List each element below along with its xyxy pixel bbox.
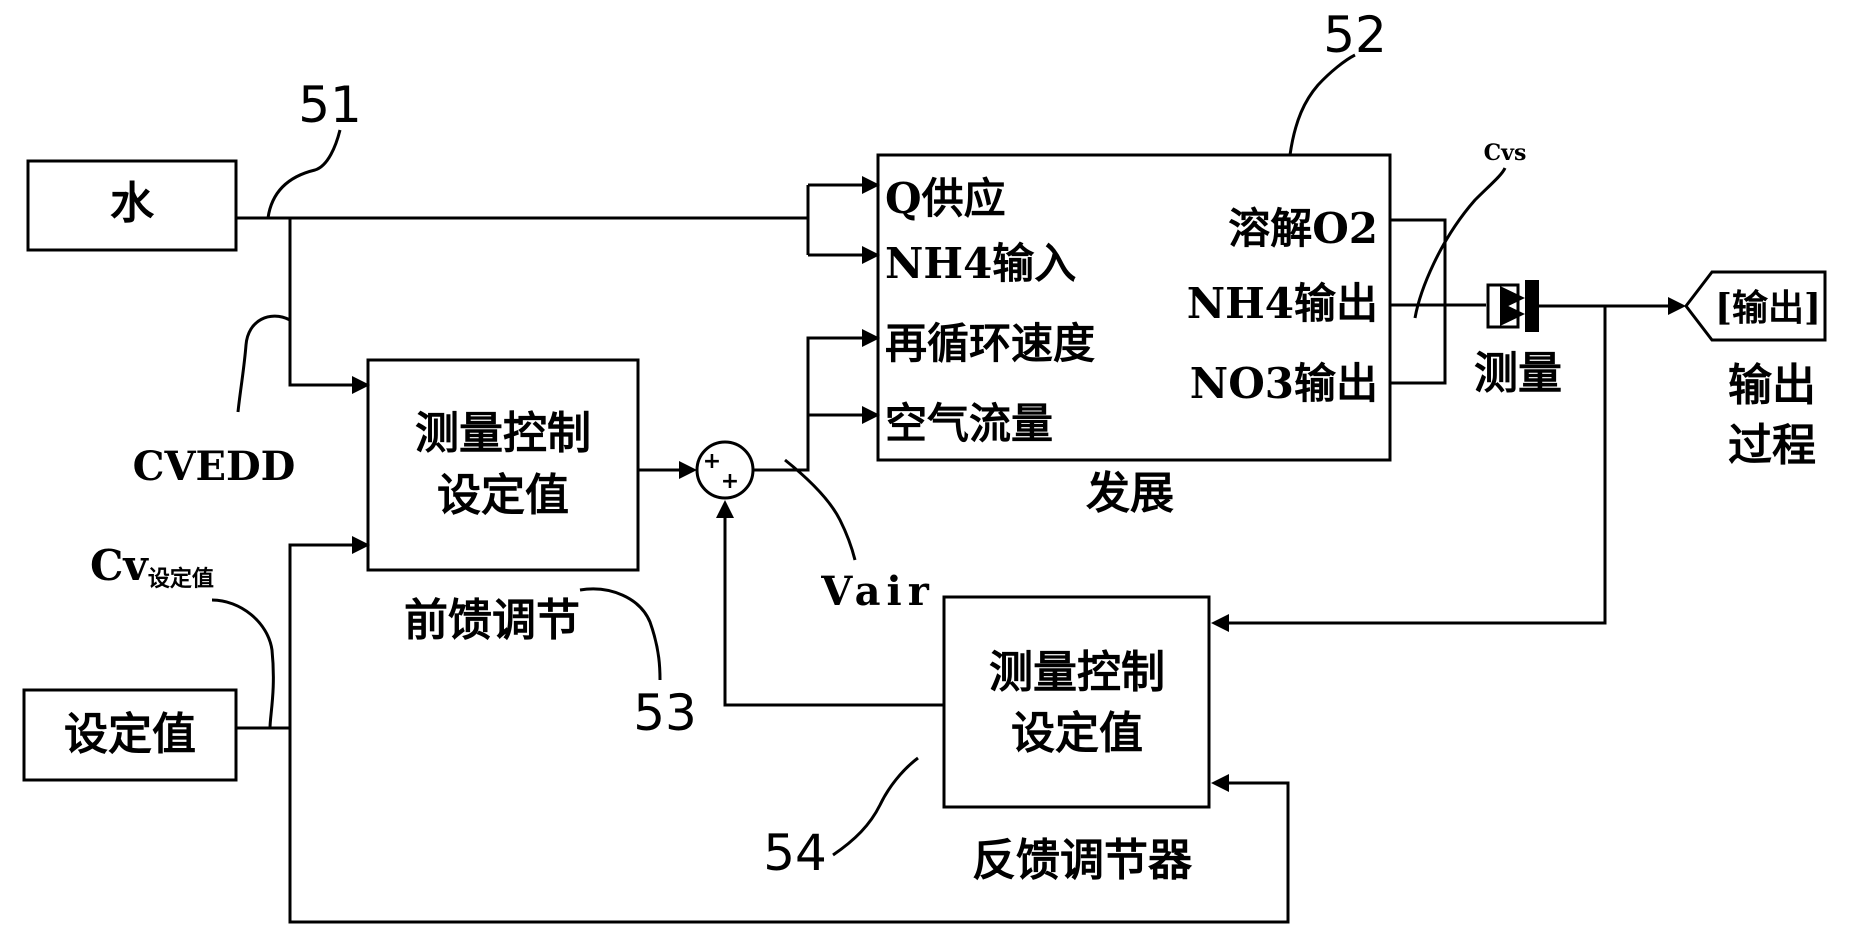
ref-52: 52 [1323, 6, 1387, 64]
fb-caption: 反馈调节器 [972, 835, 1193, 886]
measure-label: 测量 [1474, 348, 1562, 399]
output-port [1684, 270, 1827, 342]
process-output-no3: NO3输出 [1190, 359, 1378, 408]
output-caption-line2: 过程 [1728, 420, 1816, 471]
arrowheads [352, 176, 1686, 792]
process-caption: 发展 [1086, 468, 1174, 519]
signal-cv-sub: 设定值 [148, 566, 214, 592]
ref-54: 54 [763, 824, 827, 882]
feedback-controller-block [942, 595, 1211, 809]
signal-cv-setpoint: Cv设定值 [90, 541, 214, 592]
signal-wires [236, 183, 1676, 924]
process-input-air: 空气流量 [885, 399, 1053, 448]
water-label: 水 [110, 178, 155, 229]
process-output-nh4: NH4输出 [1187, 279, 1378, 328]
leader-lines [211, 53, 1507, 857]
feedforward-controller-block [366, 358, 640, 572]
water-source-block [26, 159, 238, 252]
process-input-q: Q供应 [885, 174, 1006, 223]
setpoint-source-block [22, 688, 238, 782]
summer-sign-b: + [721, 469, 739, 494]
setpoint-label: 设定值 [64, 709, 196, 760]
signal-cvs: Cvs [1484, 140, 1527, 166]
measurement-sensor [1486, 280, 1539, 332]
process-input-nh4: NH4输入 [885, 239, 1076, 288]
signal-vair: Vair [820, 568, 935, 615]
output-port-label: [输出] [1715, 287, 1821, 329]
fb-block-line2: 设定值 [1011, 708, 1143, 759]
summer-sign-a: + [703, 449, 721, 474]
ref-51: 51 [298, 76, 362, 134]
ff-block-line2: 设定值 [437, 470, 569, 521]
process-input-recycle: 再循环速度 [885, 319, 1095, 368]
process-block [876, 153, 1392, 462]
output-caption-line1: 输出 [1728, 360, 1816, 411]
ref-53: 53 [633, 684, 697, 742]
signal-cv-main: Cv [90, 541, 149, 590]
ff-caption: 前馈调节 [404, 595, 580, 646]
fb-block-line1: 测量控制 [989, 647, 1165, 698]
signal-cvedd: CVEDD [133, 443, 296, 490]
process-output-o2: 溶解O2 [1228, 204, 1378, 253]
ff-block-line1: 测量控制 [415, 408, 591, 459]
